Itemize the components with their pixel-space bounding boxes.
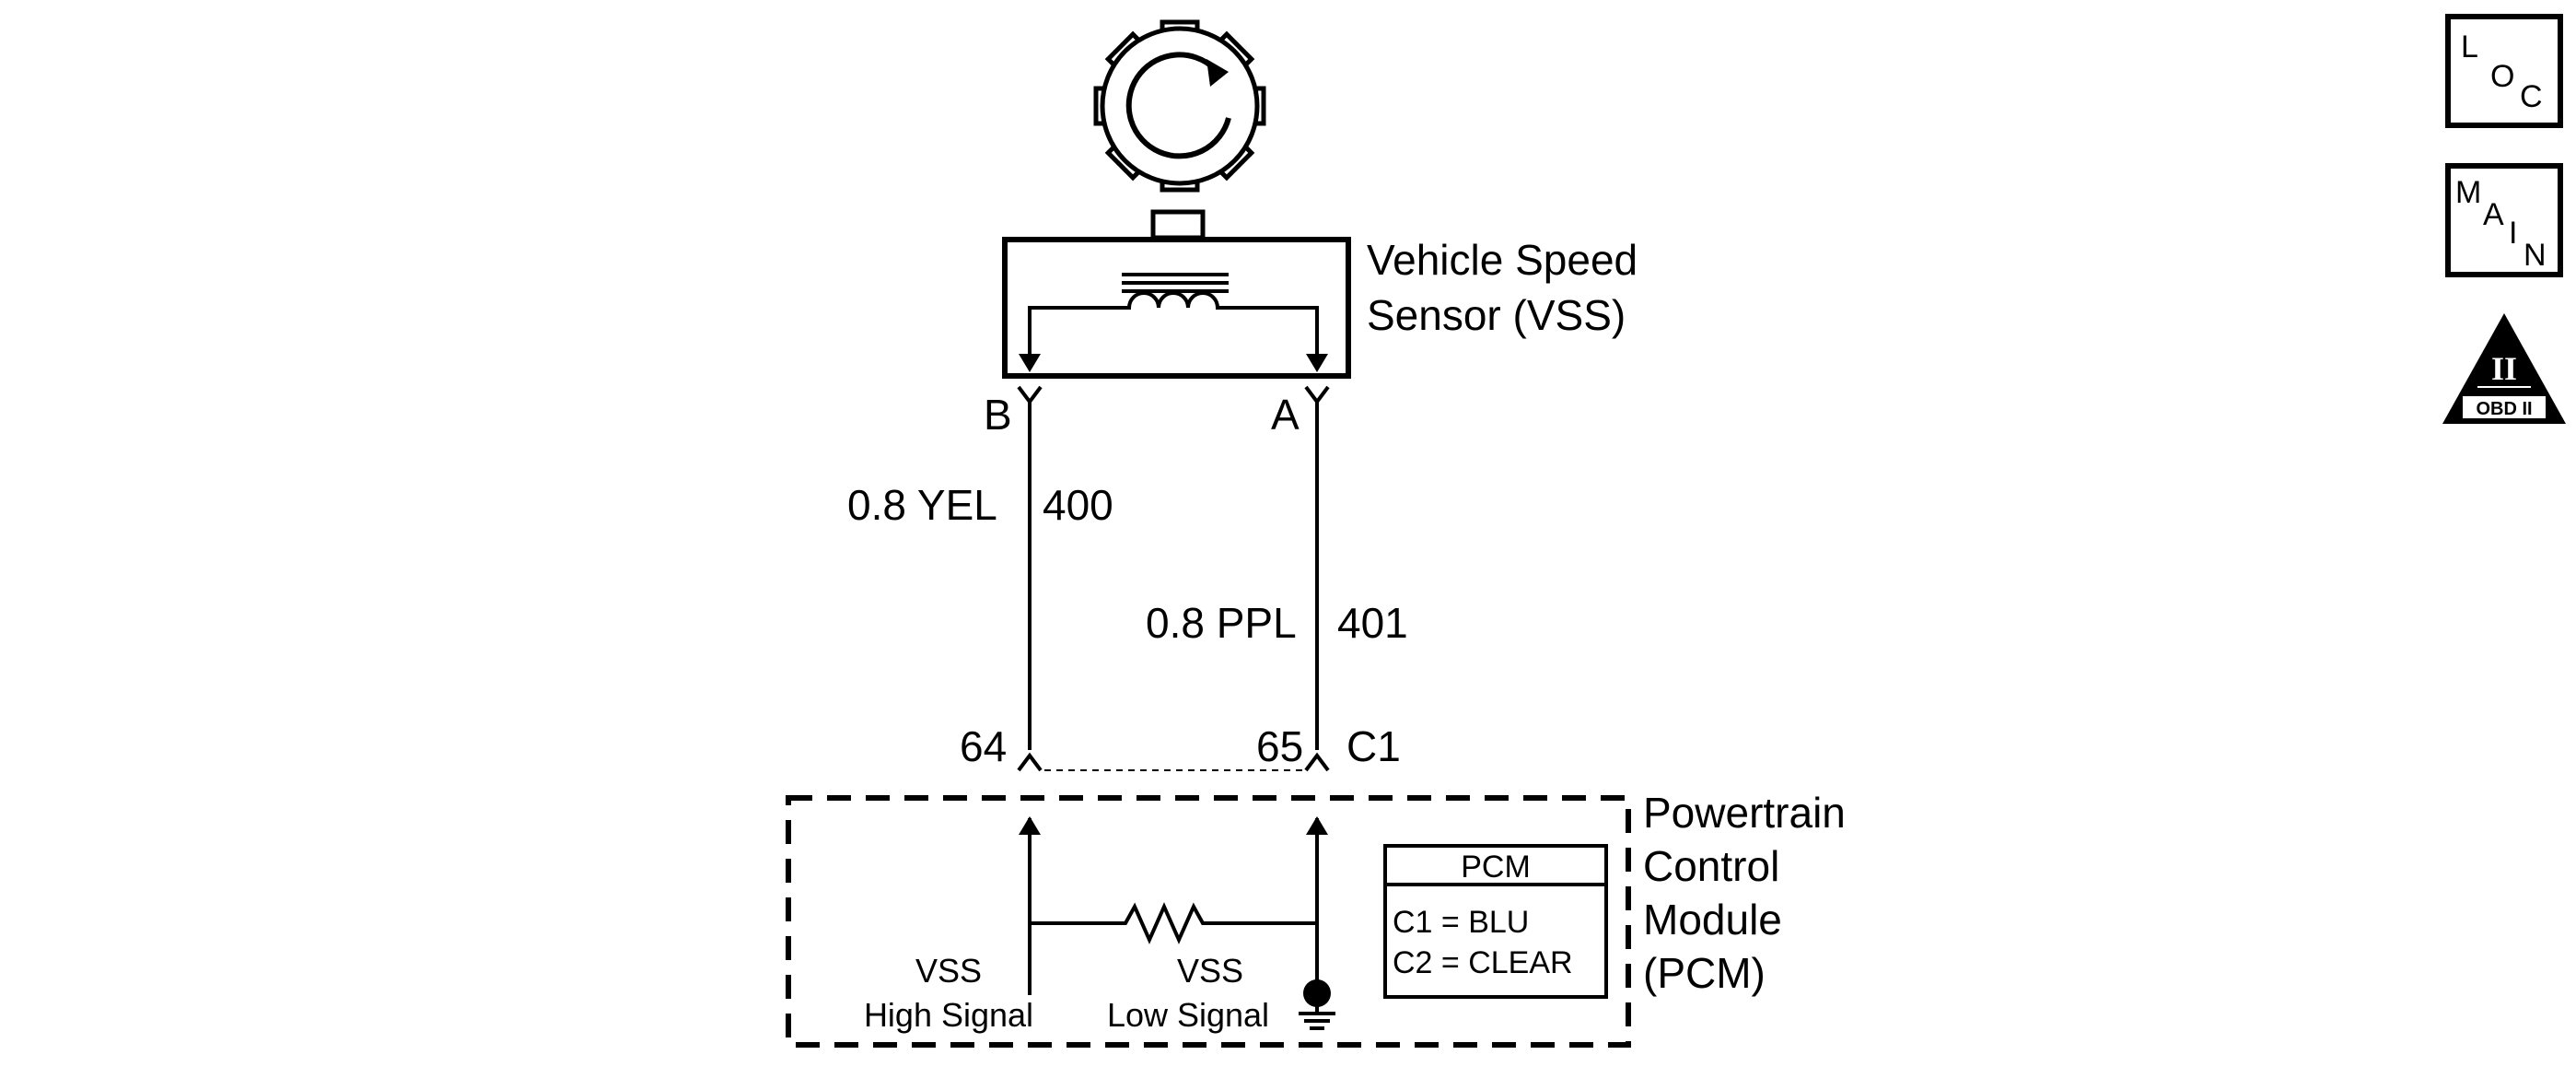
module-name-line2: Control [1643, 842, 1779, 890]
sensor-tip [1150, 209, 1206, 240]
vss-high-signal-label-line1: VSS [915, 952, 982, 990]
main-letter-m: M [2455, 175, 2481, 210]
pcm-legend-line1: C1 = BLU [1393, 905, 1529, 940]
pcm-legend-title: PCM [1461, 850, 1531, 885]
pin-64-label: 64 [960, 722, 1007, 770]
pcm-legend-line2: C2 = CLEAR [1393, 945, 1573, 980]
sensor-name-line1: Vehicle Speed [1367, 236, 1638, 284]
wire-401 [1304, 385, 1330, 772]
terminal-a-label: A [1271, 391, 1300, 439]
main-letter-i: I [2509, 216, 2517, 251]
pin-65-label: 65 [1256, 722, 1303, 770]
module-name-line4: (PCM) [1643, 949, 1766, 997]
terminal-b-label: B [984, 391, 1012, 439]
pcm-internal-circuit [1019, 816, 1328, 995]
main-icon[interactable]: M A I N [2445, 163, 2563, 277]
ground-icon [1299, 979, 1335, 1030]
wire-400 [1017, 385, 1043, 772]
connector-c1-label: C1 [1346, 722, 1401, 770]
vss-high-signal-label-line2: High Signal [864, 996, 1033, 1034]
main-letter-n: N [2524, 238, 2547, 273]
obd-label: OBD II [2476, 399, 2532, 419]
loc-letter-c: C [2520, 79, 2543, 114]
pcm-legend-box: PCM C1 = BLU C2 = CLEAR [1383, 844, 1608, 999]
module-name-line3: Module [1643, 896, 1782, 943]
obd-ii-icon[interactable]: II OBD II [2442, 313, 2566, 424]
wire-400-circuit: 400 [1043, 481, 1113, 529]
wire-400-gauge-color: 0.8 YEL [847, 481, 997, 529]
obd-numeral: II [2491, 350, 2517, 387]
vss-low-signal-label-line1: VSS [1177, 952, 1243, 990]
wire-401-gauge-color: 0.8 PPL [1146, 599, 1297, 647]
pcm-boundary [786, 795, 1631, 1048]
sensor-name-line2: Sensor (VSS) [1367, 291, 1626, 339]
module-name-line1: Powertrain [1643, 789, 1846, 837]
wire-401-circuit: 401 [1337, 599, 1408, 647]
vss-low-signal-label-line2: Low Signal [1107, 996, 1269, 1034]
main-letter-a: A [2483, 197, 2504, 232]
loc-letter-l: L [2461, 29, 2478, 64]
vss-sensor-body [1002, 237, 1351, 379]
loc-letter-o: O [2490, 59, 2514, 94]
reluctor-wheel-icon [1093, 19, 1266, 193]
loc-icon[interactable]: L O C [2445, 14, 2563, 128]
